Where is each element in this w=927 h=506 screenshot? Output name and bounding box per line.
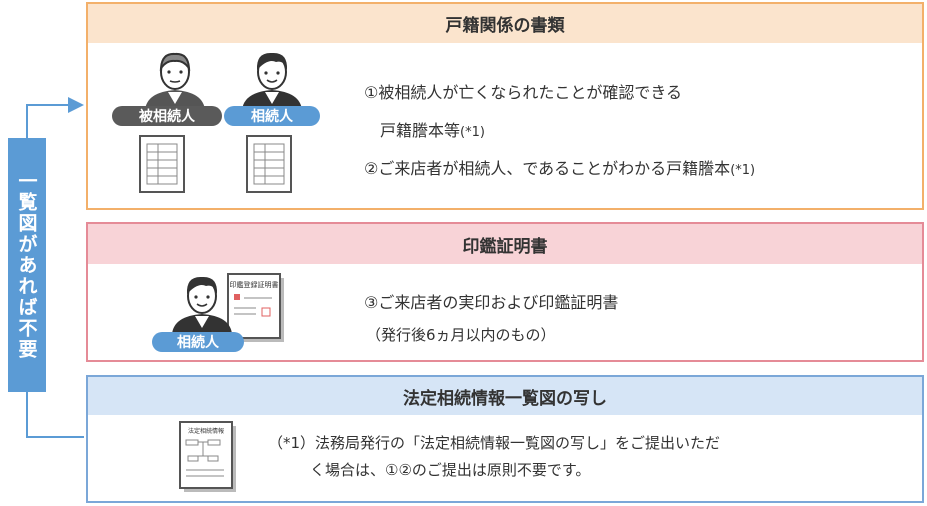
section-family-register: 戸籍関係の書類 bbox=[86, 2, 924, 210]
heir-label: 相続人 bbox=[224, 106, 320, 126]
seal-certificate-document-icon: 印鑑登録証明書 bbox=[227, 273, 284, 342]
side-label-no-need: 一覧図があれば不要 bbox=[8, 138, 46, 392]
footnote-1-cont: く場合は、①②のご提出は原則不要です。 bbox=[310, 461, 591, 479]
heir-person-icon bbox=[242, 52, 302, 110]
deceased-label: 被相続人 bbox=[112, 106, 222, 126]
doc-title: 法定相続情報 bbox=[188, 427, 224, 435]
section-title: 印鑑証明書 bbox=[88, 224, 922, 264]
section-title: 法定相続情報一覧図の写し bbox=[88, 377, 922, 415]
document-icon bbox=[246, 135, 292, 193]
requirement-3: ③ご来店者の実印および印鑑証明書 bbox=[364, 293, 619, 312]
section-title: 戸籍関係の書類 bbox=[88, 4, 922, 43]
requirement-1-text: 戸籍謄本等 bbox=[380, 121, 461, 140]
footnote-1: （*1）法務局発行の「法定相続情報一覧図の写し」をご提出いただ bbox=[268, 434, 721, 452]
deceased-person-icon bbox=[145, 52, 205, 110]
heir-label: 相続人 bbox=[152, 332, 244, 352]
footnote-ref: (*1) bbox=[460, 125, 485, 140]
requirement-1-cont: 戸籍謄本等(*1) bbox=[380, 117, 485, 141]
footnote-ref: (*1) bbox=[730, 163, 756, 178]
requirement-3-note: （発行後6ヵ月以内のもの） bbox=[366, 326, 556, 344]
document-icon bbox=[139, 135, 185, 193]
requirement-2-text: ②ご来店者が相続人、であることがわかる戸籍謄本 bbox=[364, 159, 731, 178]
heir-person-icon bbox=[172, 276, 232, 334]
requirement-2: ②ご来店者が相続人、であることがわかる戸籍謄本(*1) bbox=[364, 155, 755, 179]
doc-title: 印鑑登録証明書 bbox=[230, 280, 279, 289]
inheritance-info-document-icon: 法定相続情報 bbox=[179, 421, 236, 492]
requirement-1: ①被相続人が亡くなられたことが確認できる bbox=[364, 83, 683, 102]
